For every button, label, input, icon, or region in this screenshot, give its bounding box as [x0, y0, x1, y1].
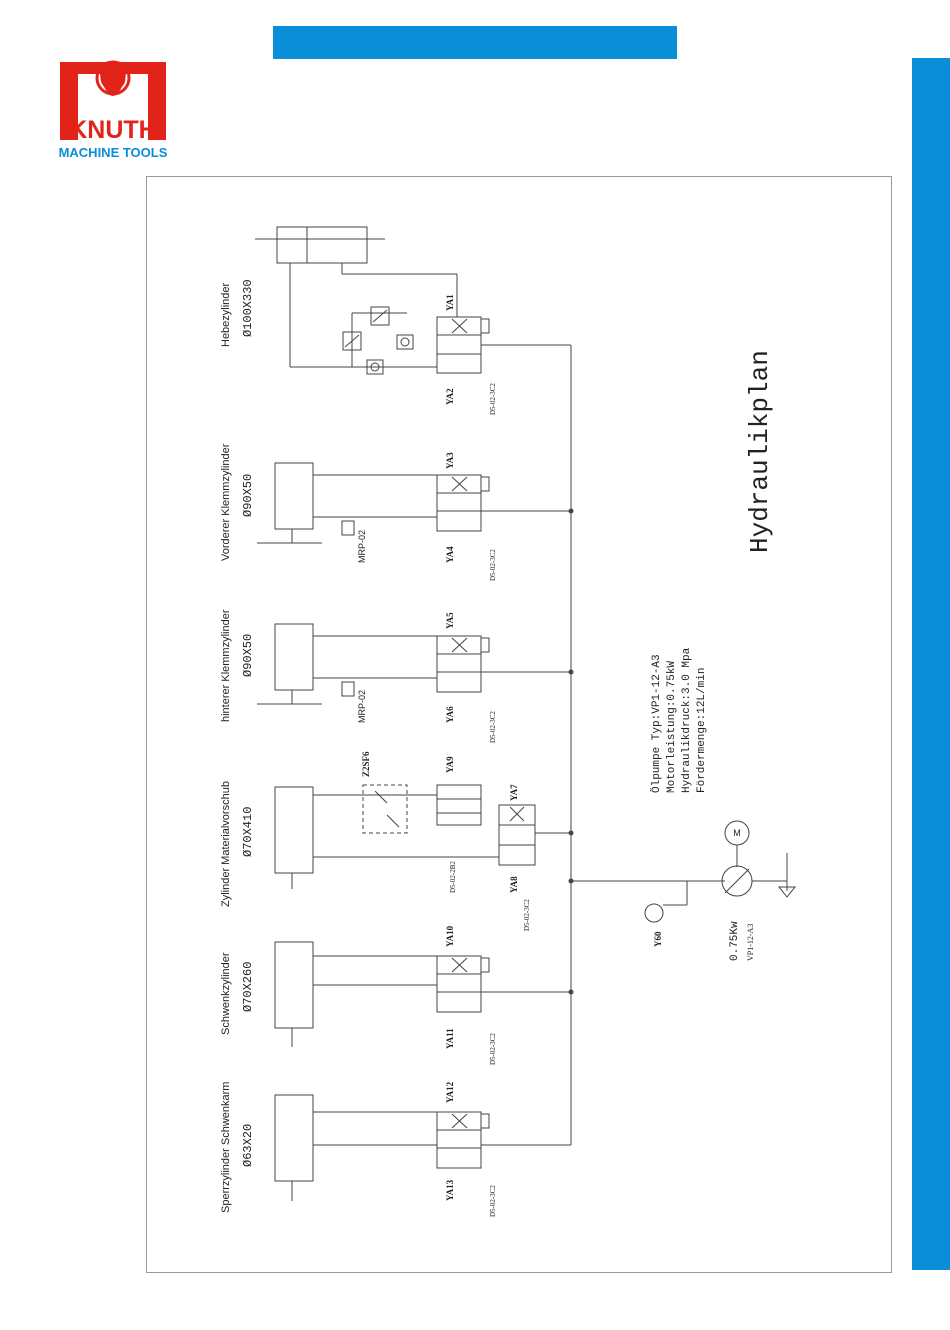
cyl-5-size: Ø70X260	[241, 962, 255, 1012]
pump-info-motor: Motorleistung:0.75kW	[666, 661, 678, 793]
valve-type-6: D5-02-3C2	[489, 1185, 497, 1217]
valve-type-5: D5-02-3C2	[489, 1033, 497, 1065]
hydraulic-diagram-frame: Hebezylinder Ø100X330 Vorderer Klemmzyli…	[146, 176, 892, 1273]
brand-tagline: MACHINE TOOLS	[59, 145, 168, 160]
valve-ya5: YA5	[445, 612, 455, 629]
valve-ya11: YA11	[445, 1028, 455, 1049]
brand-name: KNUTH	[69, 116, 157, 144]
valve-ya4: YA4	[445, 546, 455, 563]
relief-valve-2: MRP-02	[357, 530, 367, 563]
gauge-symbol	[644, 903, 664, 923]
cyl-6-size: Ø63X20	[241, 1124, 255, 1167]
valve-type-4b: D5-02-3C2	[523, 899, 531, 931]
valve-ya3: YA3	[445, 452, 455, 469]
valve-type-2: D5-02-3C2	[489, 549, 497, 581]
valve-ya1: YA1	[445, 294, 455, 311]
valve-type-4: D5-02-2B2	[449, 861, 457, 893]
valve-type-3: D5-02-3C2	[489, 711, 497, 743]
pump-type: VP1-12-A3	[746, 924, 755, 961]
valve-ya7: YA7	[509, 784, 519, 801]
valve-ya9: YA9	[445, 756, 455, 773]
valve-ya10: YA10	[445, 925, 455, 947]
gauge-label: Y60	[653, 931, 663, 947]
cyl-5-name: Schwenkzylinder	[220, 952, 232, 1035]
valve-ya2: YA2	[445, 388, 455, 405]
side-accent-bar	[912, 58, 950, 1270]
valve-ya6: YA6	[445, 706, 455, 723]
pump-info-type: Ölpumpe Typ:VP1-12-A3	[650, 654, 663, 793]
top-accent-bar	[273, 26, 677, 59]
valve-ya13: YA13	[445, 1179, 455, 1201]
cyl-4-size: Ø70X410	[241, 807, 255, 857]
hydraulic-diagram: Hebezylinder Ø100X330 Vorderer Klemmzyli…	[220, 226, 797, 1217]
motor-label: M	[733, 828, 741, 838]
valve-type-1: D5-02-3C2	[489, 383, 497, 415]
valve-ya8: YA8	[509, 876, 519, 893]
module-z2sf6: Z2SF6	[361, 751, 371, 777]
cyl-2-name: Vorderer Klemmzylinder	[220, 443, 232, 561]
cyl-1-size: Ø100X330	[241, 279, 255, 337]
cyl-4-name: Zylinder Materialvorschub	[220, 781, 232, 907]
pump-info-pressure: Hydraulikdruck:3.0 Mpa	[681, 647, 693, 793]
cyl-2-size: Ø90X50	[241, 474, 255, 517]
knuth-logo: KNUTH MACHINE TOOLS	[59, 60, 168, 160]
cyl-3-size: Ø90X50	[241, 634, 255, 677]
cyl-3-name: hinterer Klemmzylinder	[220, 609, 232, 722]
cyl-1-name: Hebezylinder	[220, 282, 232, 347]
diagram-title: Hydraulikplan	[745, 350, 775, 553]
cyl-6-name: Sperrzylinder Schwenkarm	[220, 1082, 232, 1213]
pump-info-flow: Fördermenge:12L/min	[696, 668, 708, 793]
valve-ya12: YA12	[445, 1081, 455, 1103]
motor-power: 0.75Kw	[729, 921, 741, 961]
relief-valve-3: MRP-02	[357, 690, 367, 723]
